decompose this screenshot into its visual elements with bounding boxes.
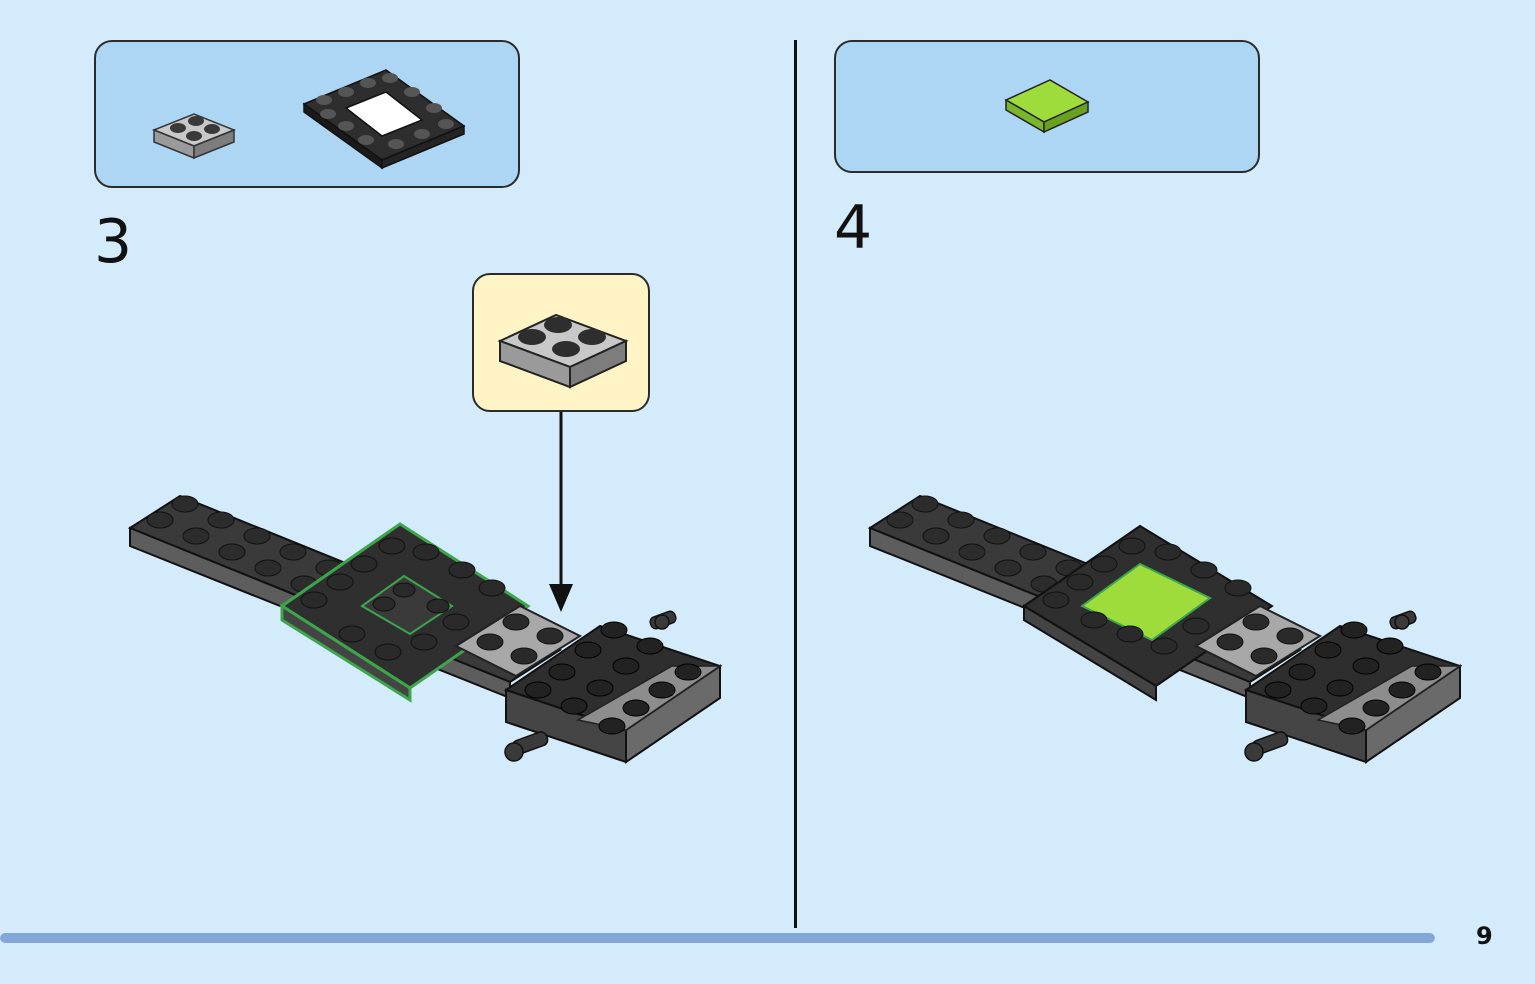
step-divider <box>794 40 797 928</box>
step-3-number: 3 <box>94 207 133 277</box>
progress-bar-fill <box>0 933 1435 943</box>
step-3-callout <box>472 273 650 412</box>
step-4-number: 4 <box>834 193 873 263</box>
pin-icon <box>504 610 677 762</box>
page-number: 9 <box>1476 922 1493 950</box>
pin-icon <box>1244 610 1417 762</box>
frame-plate-4x4-black-icon <box>302 69 466 170</box>
progress-bar <box>0 933 1435 943</box>
step-3-parts-box <box>94 40 520 188</box>
plate-2x2-grey-icon <box>151 113 237 160</box>
step-4-parts-box <box>834 40 1260 173</box>
plate-2x2-grey-icon <box>497 313 629 389</box>
tile-2x2-lime-icon <box>1004 79 1090 134</box>
arrow-head-icon <box>549 584 573 612</box>
